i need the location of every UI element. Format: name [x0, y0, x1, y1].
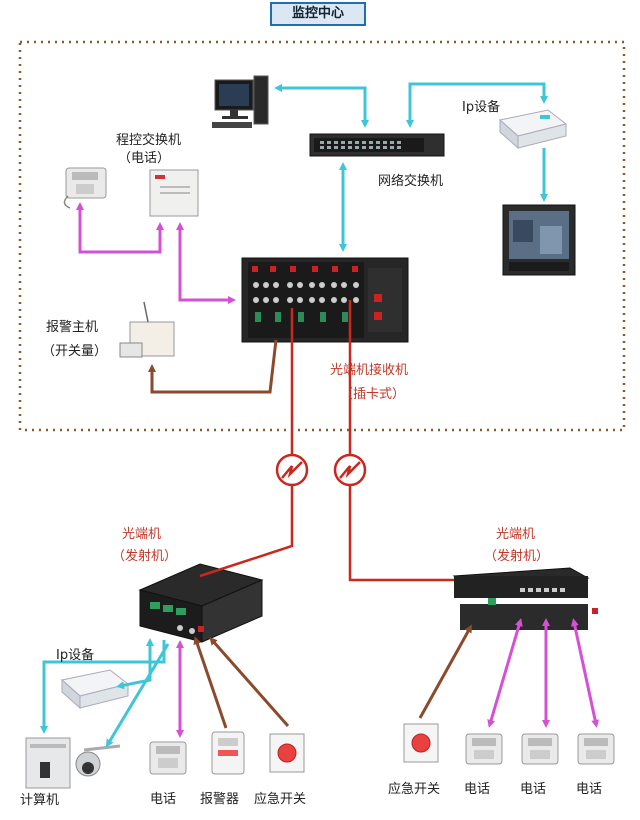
ip-device-bottom-icon: [60, 669, 130, 710]
page-title: 监控中心: [270, 2, 366, 26]
pbx-icon: [149, 169, 199, 217]
link-txr-phone1: [487, 618, 523, 728]
phone-bottom-icon: [149, 741, 187, 775]
monitoring-center-border: [18, 40, 626, 432]
label-network-switch: 网络交换机: [378, 174, 444, 189]
phone-right-3-icon: [577, 733, 615, 765]
camera-icon: [75, 744, 121, 777]
label-computer: 计算机: [20, 793, 60, 808]
label-pbx: 程控交换机: [116, 133, 182, 148]
link-computer-switch: [274, 84, 369, 128]
label-alarm-host-sub: （开关量）: [42, 344, 108, 359]
receiver-rack-icon: [241, 257, 409, 343]
label-emergency: 应急开关: [254, 792, 307, 807]
network-switch-icon: [309, 133, 445, 157]
fiber-left: [199, 308, 294, 578]
label-phone-right-2: 电话: [520, 782, 547, 797]
ip-device-top-icon: [498, 109, 568, 150]
link-emergency-tx: [209, 637, 290, 727]
computer-top-icon: [212, 75, 269, 128]
label-tx-right: 光端机: [496, 527, 536, 542]
label-ip-device-top: Ip设备: [462, 100, 501, 115]
transmitter-left-icon: [138, 563, 264, 643]
phone-top-icon: [63, 167, 107, 209]
link-receiver-alarmhost: [148, 339, 278, 394]
link-alarm-tx: [193, 636, 228, 729]
phone-right-1-icon: [465, 733, 503, 765]
link-pbx-phone: [76, 202, 164, 254]
label-pbx-sub: （电话）: [118, 151, 171, 166]
label-emergency-right: 应急开关: [388, 782, 441, 797]
link-tx-camera: [105, 643, 170, 748]
label-tx-right-sub: （发射机）: [484, 549, 550, 564]
label-alarm-host: 报警主机: [46, 320, 99, 335]
fiber-symbol-left: [275, 453, 309, 487]
link-emergency-txr: [418, 624, 472, 719]
phone-right-2-icon: [521, 733, 559, 765]
computer-bottom-icon: [25, 737, 71, 789]
label-alarm: 报警器: [200, 792, 240, 807]
link-pbx-receiver: [176, 222, 236, 304]
link-tx-ipdevice: [116, 638, 154, 690]
label-receiver: 光端机接收机: [330, 363, 409, 378]
label-ip-device-bottom: Ip设备: [56, 648, 95, 663]
link-switch-ipdevice: [406, 82, 548, 128]
label-phone-right-3: 电话: [576, 782, 603, 797]
emergency-switch-right-icon: [403, 723, 439, 763]
alarm-detector-icon: [211, 731, 245, 775]
label-phone: 电话: [150, 792, 177, 807]
label-tx-left-sub: （发射机）: [112, 549, 178, 564]
label-receiver-sub: （插卡式）: [340, 387, 406, 402]
transmitter-right-icon: [452, 567, 598, 630]
emergency-switch-icon: [269, 733, 305, 773]
alarm-host-icon: [119, 301, 175, 358]
monitor-icon: [502, 204, 576, 276]
fiber-right: [348, 300, 454, 582]
label-phone-right-1: 电话: [464, 782, 491, 797]
fiber-symbol-right: [333, 453, 367, 487]
label-tx-left: 光端机: [122, 527, 162, 542]
link-txr-phone3: [570, 618, 600, 728]
